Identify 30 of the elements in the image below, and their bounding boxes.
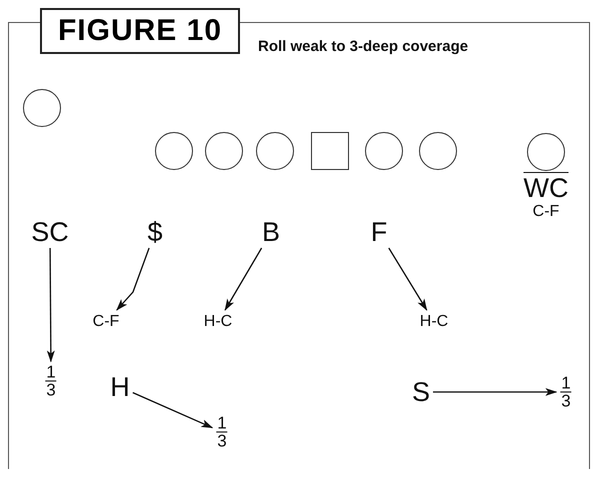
- route-arrow: [433, 388, 558, 396]
- zone-label: C-F: [90, 310, 122, 334]
- position-label: F: [368, 216, 390, 248]
- position-label: $: [144, 216, 166, 248]
- position-label: B: [259, 216, 283, 248]
- position-label: S: [409, 376, 433, 408]
- fraction-label: 1 3: [212, 412, 232, 452]
- player-circle: [23, 89, 61, 127]
- position-label: WC: [520, 174, 572, 202]
- fraction-label: 1 3: [556, 372, 576, 412]
- route-arrow: [388, 248, 428, 311]
- player-circle: [205, 132, 243, 170]
- route-arrow: [132, 392, 214, 428]
- zone-label: H-C: [416, 310, 452, 334]
- route-arrow: [224, 248, 262, 311]
- position-label: SC: [28, 216, 72, 248]
- zone-label: C-F: [532, 202, 560, 222]
- center-square: [311, 132, 349, 170]
- figure-title: FIGURE 10: [40, 8, 240, 54]
- figure-caption: Roll weak to 3-deep coverage: [258, 38, 468, 55]
- player-circle: [527, 133, 565, 171]
- zone-label: H-C: [200, 310, 236, 334]
- player-circle: [419, 132, 457, 170]
- position-label: H: [107, 371, 133, 403]
- player-circle: [155, 132, 193, 170]
- route-arrow: [116, 248, 150, 311]
- route-arrow: [46, 248, 55, 362]
- fraction-label: 1 3: [41, 362, 61, 400]
- player-circle: [256, 132, 294, 170]
- player-circle: [365, 132, 403, 170]
